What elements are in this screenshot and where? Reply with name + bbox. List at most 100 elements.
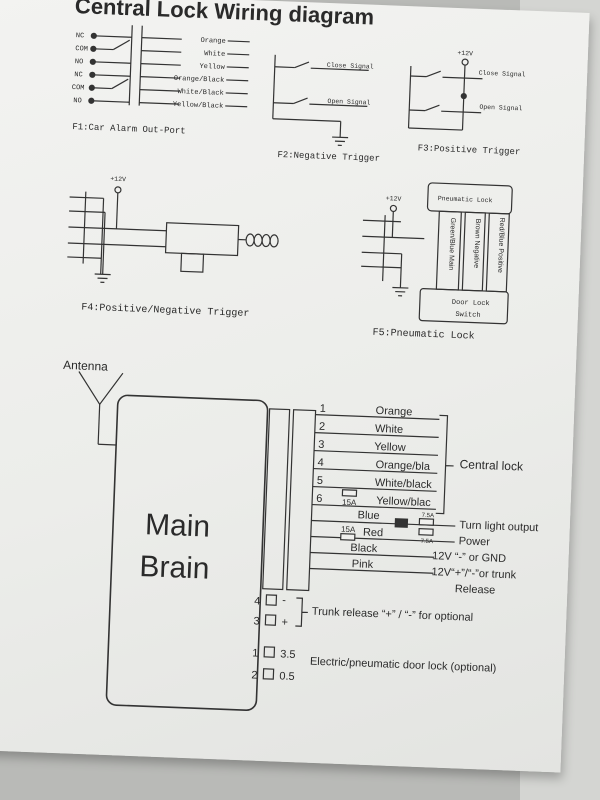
black-wire-label: Black <box>350 542 378 555</box>
f1-contact-label: COM <box>75 45 88 53</box>
main-brain-line2: Brain <box>139 550 210 586</box>
f4-actuator-spring <box>238 233 279 248</box>
f3-12v-label: +12V <box>457 50 473 58</box>
f5-pump-label: Pneumatic Lock <box>438 195 493 204</box>
wire-label: Yellow/blac <box>376 495 432 509</box>
f2-close-signal-label: Close Signal <box>327 62 374 71</box>
f1-wire-label: Yellow <box>199 63 225 72</box>
wire-label: Orange <box>375 405 412 418</box>
f5-switch-line2: Switch <box>455 311 481 320</box>
f5-caption: F5:Pneumatic Lock <box>372 327 474 343</box>
wire-number: 1 <box>319 403 326 415</box>
f4-caption: F4:Positive/Negative Trigger <box>81 302 249 320</box>
terminal-sign: - <box>282 594 286 606</box>
pink-wire-label: Pink <box>352 558 374 571</box>
f1-relay-contacts <box>88 32 132 104</box>
pink-wire-desc: 12V“+”/“-”or trunk <box>431 566 517 581</box>
f3-open-signal-label: Open Signal <box>479 104 522 113</box>
wire-label: White/black <box>375 477 433 491</box>
terminal-icon <box>265 594 278 606</box>
f3-positive-trigger: +12V Close Signal Open Signal F3:Positiv… <box>407 50 526 157</box>
black-wire-desc: 12V “-” or GND <box>432 550 506 565</box>
diode-icon <box>394 518 409 528</box>
f1-caption: F1:Car Alarm Out-Port <box>72 122 186 136</box>
terminal-number: 3 <box>253 615 260 627</box>
diagram-title: Central Lock Wiring diagram <box>74 0 374 30</box>
f1-wire-label: Orange/Black <box>174 75 225 85</box>
wire-label: White <box>375 423 404 436</box>
connector-strip <box>262 408 291 591</box>
turn-light-label: Turn light output <box>459 519 538 534</box>
blue-wire-label: Blue <box>357 509 379 522</box>
f5-wire-red-blue: Red/Blue Positive <box>496 217 505 273</box>
f3-close-signal-label: Close Signal <box>479 70 526 79</box>
fuse-label: 7.5A <box>421 539 434 545</box>
wire-number: 5 <box>317 475 324 487</box>
f5-pneumatic-lock: +12V Pneumatic Lock Green/Blue Main Brow… <box>361 182 513 343</box>
fuse-icon <box>418 518 435 526</box>
f1-contact-label: COM <box>72 84 85 92</box>
f1-wire-label: Orange <box>200 37 226 46</box>
f5-switch-line1: Door Lock <box>452 299 490 308</box>
f1-wire-label: White/Black <box>177 88 223 98</box>
fuse-icon <box>418 528 434 536</box>
f4-actuator-mount <box>180 252 205 273</box>
fuse-label: 15A <box>341 525 356 535</box>
fuse-icon <box>340 533 356 541</box>
connector-strip <box>286 409 317 592</box>
wire-label: Orange/bla <box>375 459 431 473</box>
central-lock-brace <box>435 414 454 515</box>
fuse-icon <box>341 489 358 497</box>
f4-positive-negative-trigger: +12V F4:Positive/Negative Trigger <box>67 176 279 320</box>
f5-door-switch-box <box>418 288 509 325</box>
red-wire-label: Red <box>363 527 384 540</box>
terminal-value: 3.5 <box>280 648 296 661</box>
f1-output-wires <box>139 37 250 108</box>
terminal-number: 1 <box>252 647 259 659</box>
f1-wire-label: Yellow/Black <box>173 101 224 111</box>
f4-actuator-body <box>164 222 240 257</box>
central-lock-label: Central lock <box>459 457 524 473</box>
wire-number: 4 <box>317 457 324 469</box>
release-label: Release <box>455 583 496 597</box>
f1-contact-label: NO <box>75 58 84 66</box>
terminal-icon <box>262 668 275 680</box>
f5-wire-green-blue: Green/Blue Main <box>447 218 456 271</box>
door-lock-label: Electric/pneumatic door lock (optional) <box>310 656 497 675</box>
antenna-label: Antenna <box>63 358 109 374</box>
f1-wire-label: White <box>204 50 225 59</box>
antenna-icon <box>78 371 124 446</box>
f5-wire-brown: Brown Negative <box>472 219 481 269</box>
f2-negative-trigger: Close Signal Open Signal F2:Negative Tri… <box>272 54 380 164</box>
f4-12v-label: +12V <box>110 176 126 184</box>
wire-label: Yellow <box>374 441 406 454</box>
f2-open-signal-label: Open Signal <box>327 98 370 107</box>
fuse-label: 7.5A <box>422 513 435 519</box>
f1-car-alarm-port: NC COM NO NC COM NO Orange White Yellow <box>72 25 250 136</box>
terminal-icon <box>263 646 276 658</box>
trunk-release-brace <box>295 597 308 627</box>
terminal-value: 0.5 <box>279 670 295 683</box>
trunk-release-label: Trunk release “+” / “-” for optional <box>312 606 474 624</box>
wire-number: 6 <box>316 493 323 505</box>
f2-caption: F2:Negative Trigger <box>277 150 380 164</box>
f1-contact-label: NC <box>76 32 85 40</box>
f1-contact-label: NC <box>74 71 83 79</box>
central-lock-wires <box>311 414 440 510</box>
f1-contact-label: NO <box>73 97 82 105</box>
terminal-sign: + <box>281 616 288 628</box>
f3-caption: F3:Positive Trigger <box>418 143 521 157</box>
main-brain-line1: Main <box>144 508 210 543</box>
power-label: Power <box>458 535 490 548</box>
fuse-label: 15A <box>342 498 357 508</box>
wire-number: 3 <box>318 439 325 451</box>
wire-number: 2 <box>319 421 326 433</box>
terminal-number: 2 <box>251 669 258 681</box>
terminal-icon <box>264 614 277 626</box>
terminal-number: 4 <box>254 595 261 607</box>
main-brain-box <box>105 394 269 711</box>
main-wiring: Antenna Main Brain 1 <box>63 358 539 711</box>
f5-12v-label: +12V <box>386 195 402 203</box>
